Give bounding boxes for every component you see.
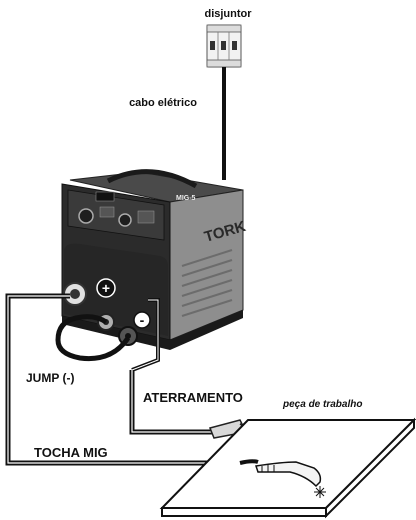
torch-label: TOCHA MIG (34, 445, 108, 460)
negative-terminal: - (133, 311, 151, 329)
control-knob-right (118, 213, 132, 227)
power-cable-label: cabo elétrico (129, 97, 197, 109)
display-screen (95, 191, 115, 202)
jump-cable (55, 314, 131, 362)
weld-spark-icon (314, 486, 326, 498)
mig-torch-icon (255, 461, 322, 488)
negative-symbol: - (140, 312, 145, 328)
negative-socket (118, 326, 138, 346)
torch-cable-end (239, 459, 259, 465)
positive-symbol: + (102, 280, 110, 296)
ground-label: ATERRAMENTO (143, 390, 243, 405)
control-knob-left (78, 208, 94, 224)
breaker-icon (206, 24, 242, 68)
jump-label: JUMP (-) (26, 371, 74, 385)
machine-model: MIG-5 (176, 195, 196, 202)
positive-terminal: + (96, 278, 116, 298)
workpiece-label: peça de trabalho (282, 399, 362, 410)
breaker-label: disjuntor (204, 8, 252, 20)
torch-connector (63, 282, 87, 306)
welding-machine: TORK MIG-5 (61, 169, 248, 350)
